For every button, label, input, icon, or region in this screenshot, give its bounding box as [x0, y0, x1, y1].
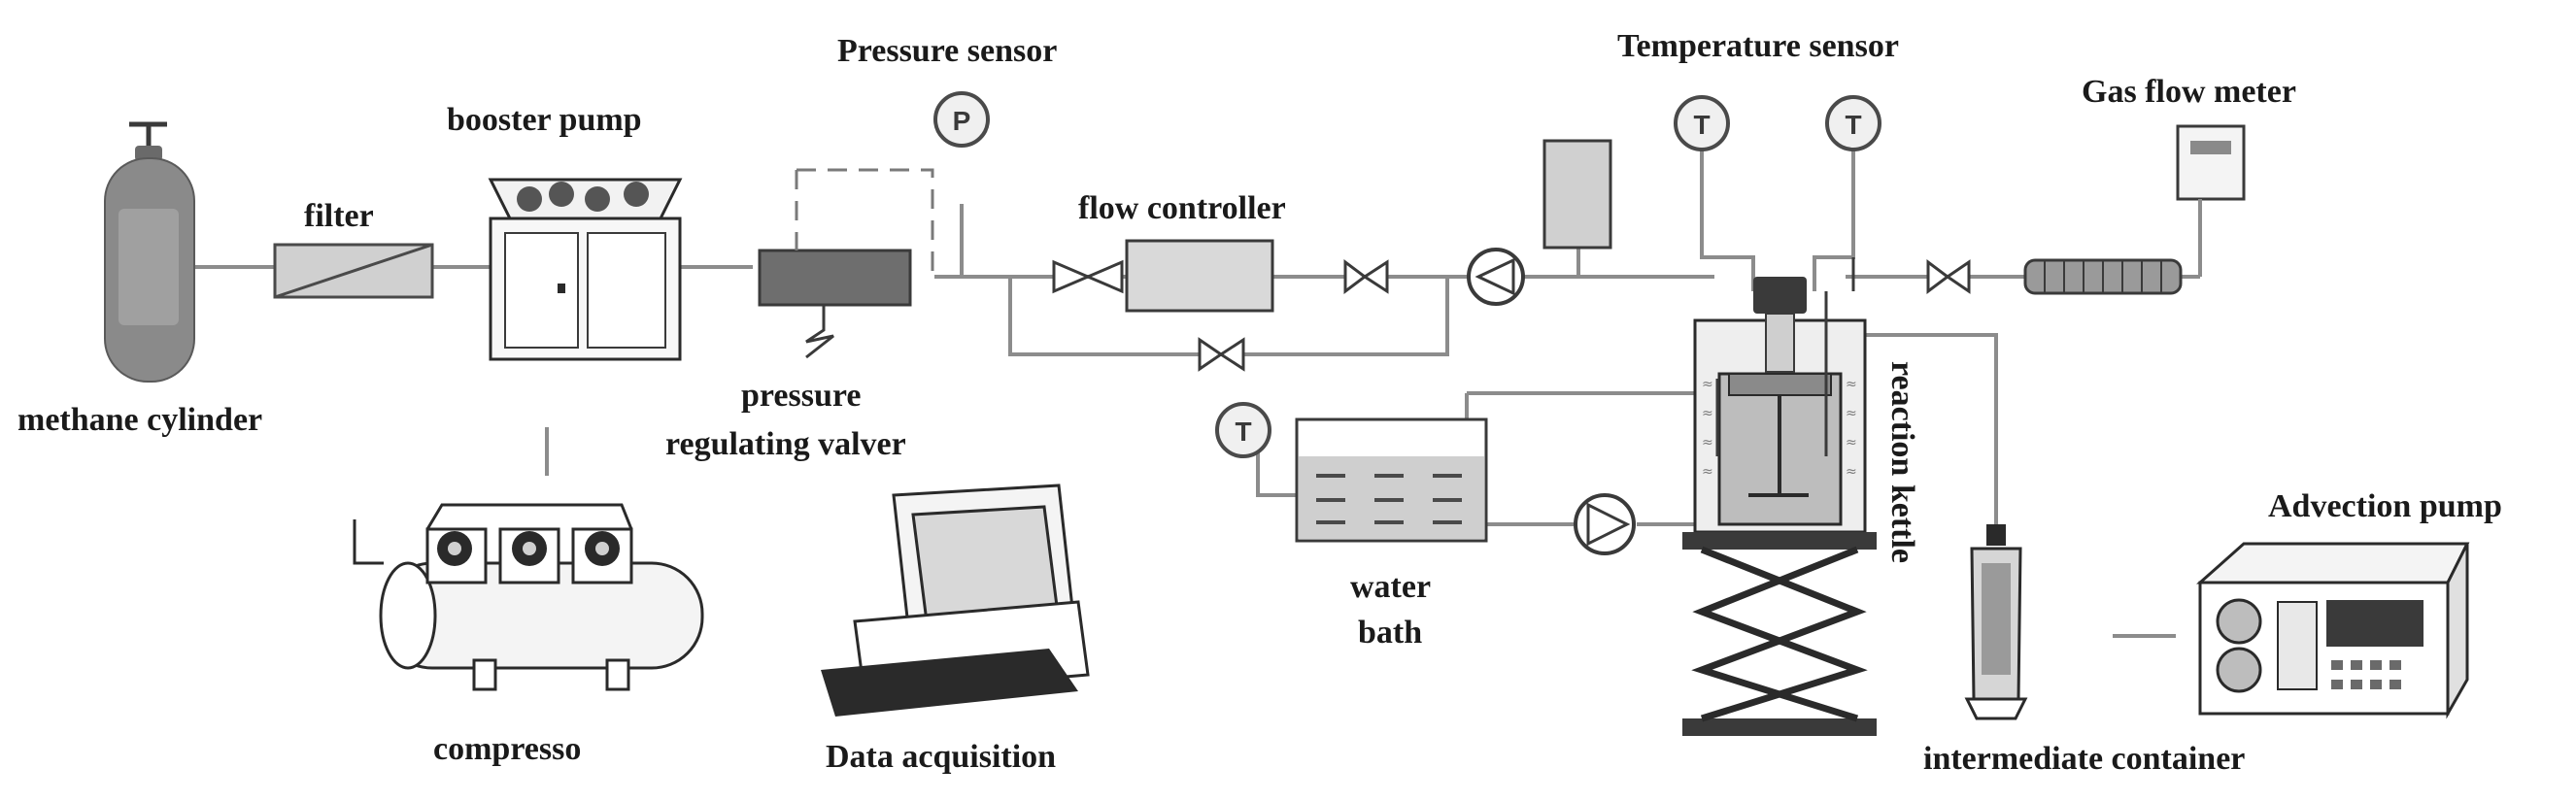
temperature-sensor-label: Temperature sensor: [1617, 28, 1899, 64]
svg-text:≈: ≈: [1846, 406, 1857, 421]
valve-icon: [1052, 259, 1124, 294]
lifting-stand-icon: [1682, 532, 1877, 736]
temperature-gauge-letter: T: [1693, 110, 1710, 140]
temperature-gauge-letter: T: [1235, 417, 1251, 447]
buffer-tank-icon: [1542, 139, 1612, 250]
pressure-regulating-valve-label-line1: pressure: [741, 378, 861, 414]
flow-controller-label: flow controller: [1078, 190, 1286, 226]
temperature-gauge-icon: T: [1674, 95, 1730, 151]
valve-icon: [1926, 259, 1971, 294]
computer-icon: [821, 484, 1090, 717]
advection-pump-icon: [2196, 542, 2470, 719]
filter-label: filter: [304, 198, 374, 234]
methane-cylinder-label: methane cylinder: [17, 402, 262, 438]
svg-text:≈: ≈: [1702, 406, 1713, 421]
valve-icon: [1343, 259, 1389, 294]
filter-icon: [273, 243, 434, 299]
pressure-regulating-valve-label-line2: regulating valver: [665, 426, 906, 462]
booster-pump-icon: [488, 178, 683, 361]
booster-pump-label: booster pump: [447, 102, 642, 138]
intermediate-container-icon: [1964, 524, 2028, 720]
water-pump-icon: [1574, 493, 1636, 555]
valve-icon: [1198, 337, 1245, 372]
svg-text:≈: ≈: [1702, 377, 1713, 392]
temperature-gauge-icon: T: [1825, 95, 1881, 151]
svg-text:≈: ≈: [1846, 464, 1857, 480]
gas-flow-meter-icon: [2023, 124, 2246, 295]
gas-flow-meter-label: Gas flow meter: [2082, 74, 2296, 110]
svg-text:≈: ≈: [1846, 435, 1857, 451]
reaction-kettle-icon: ≈ ≈ ≈ ≈ ≈ ≈ ≈ ≈: [1693, 257, 1867, 534]
methane-cylinder-icon: [104, 121, 195, 383]
svg-text:≈: ≈: [1702, 464, 1713, 480]
compressor-icon: [353, 503, 704, 691]
water-bath-label-line2: bath: [1358, 615, 1422, 651]
pressure-sensor-label: Pressure sensor: [837, 33, 1057, 69]
advection-pump-label: Advection pump: [2268, 488, 2502, 524]
compresso-label: compresso: [433, 731, 581, 767]
pressure-regulating-valve-icon: [758, 168, 934, 359]
flow-controller-icon: [1125, 239, 1274, 313]
svg-text:≈: ≈: [1846, 377, 1857, 392]
data-acquisition-label: Data acquisition: [826, 739, 1056, 775]
svg-text:≈: ≈: [1702, 435, 1713, 451]
gas-line-pump-icon: [1467, 248, 1525, 306]
intermediate-container-label: intermediate container: [1923, 741, 2245, 777]
pressure-gauge-icon: P: [933, 91, 990, 148]
water-bath-temperature-gauge-icon: T: [1215, 402, 1271, 458]
water-bath-label-line1: water: [1350, 569, 1431, 605]
pressure-gauge-letter: P: [953, 106, 971, 136]
reaction-kettle-label: reaction kettle: [1884, 361, 1920, 563]
water-bath-icon: [1295, 417, 1488, 543]
temperature-gauge-letter: T: [1845, 110, 1861, 140]
